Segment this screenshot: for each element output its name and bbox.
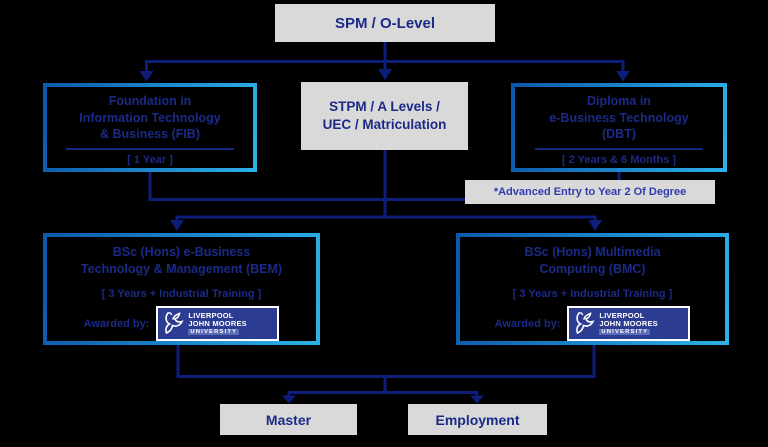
node-spm-o-level: SPM / O-Level bbox=[275, 4, 495, 42]
bem-duration: [ 3 Years + Industrial Training ] bbox=[101, 288, 262, 300]
ljmu-line2: JOHN MOORES bbox=[599, 318, 658, 328]
bmc-duration: [ 3 Years + Industrial Training ] bbox=[512, 288, 673, 300]
arrowhead-to-fib bbox=[139, 71, 154, 82]
ljmu-logo: LIVERPOOL JOHN MOORES UNIVERSITY bbox=[156, 306, 280, 341]
ljmu-line3: UNIVERSITY bbox=[599, 328, 651, 335]
arrowhead-to-stpm bbox=[378, 69, 392, 80]
ljmu-logo-text: LIVERPOOL JOHN MOORES UNIVERSITY bbox=[188, 311, 247, 335]
bem-title: BSc (Hons) e-Business Technology & Manag… bbox=[80, 245, 283, 276]
node-foundation-fib: Foundation in Information Technology & B… bbox=[43, 83, 257, 172]
arrowhead-to-bem bbox=[170, 220, 184, 231]
ljmu-line1: LIVERPOOL bbox=[188, 311, 234, 321]
node-employment: Employment bbox=[408, 404, 547, 435]
connector-degrees-merge bbox=[176, 345, 596, 378]
master-label: Master bbox=[265, 411, 312, 428]
node-diploma-dbt: Diploma in e-Business Technology (DBT) [… bbox=[511, 83, 727, 172]
bem-awarded-row: Awarded by: LIVERPOOL JOHN MOORES UNIVER… bbox=[84, 306, 280, 341]
dbt-title: Diploma in e-Business Technology (DBT) bbox=[549, 94, 689, 141]
connector-fib-to-advanced bbox=[148, 172, 465, 201]
connector-bottom-rail bbox=[287, 391, 479, 398]
connector-degree-rail bbox=[175, 215, 597, 221]
bmc-awarded-label: Awarded by: bbox=[494, 317, 561, 330]
fib-duration: [ 1 Year ] bbox=[127, 153, 173, 166]
advanced-entry-note: *Advanced Entry to Year 2 Of Degree bbox=[465, 180, 715, 204]
advanced-entry-label: *Advanced Entry to Year 2 Of Degree bbox=[493, 186, 687, 198]
bem-awarded-label: Awarded by: bbox=[83, 317, 150, 330]
dbt-divider bbox=[535, 147, 703, 150]
stpm-label: STPM / A Levels / UEC / Matriculation bbox=[322, 98, 447, 132]
node-bsc-bmc: BSc (Hons) Multimedia Computing (BMC) [ … bbox=[456, 233, 729, 345]
arrowhead-to-dbt bbox=[616, 71, 630, 82]
fib-title: Foundation in Information Technology & B… bbox=[79, 94, 221, 141]
node-bsc-bem: BSc (Hons) e-Business Technology & Manag… bbox=[43, 233, 320, 345]
bmc-title: BSc (Hons) Multimedia Computing (BMC) bbox=[524, 245, 661, 276]
dbt-duration: [ 2 Years & 6 Months ] bbox=[561, 153, 677, 166]
ljmu-line2: JOHN MOORES bbox=[188, 318, 247, 328]
fib-divider bbox=[66, 147, 234, 150]
bmc-awarded-row: Awarded by: LIVERPOOL JOHN MOORES UNIVER… bbox=[495, 306, 691, 341]
employment-label: Employment bbox=[435, 411, 520, 428]
spm-label: SPM / O-Level bbox=[334, 14, 436, 32]
ljmu-logo-text: LIVERPOOL JOHN MOORES UNIVERSITY bbox=[599, 311, 658, 335]
node-stpm: STPM / A Levels / UEC / Matriculation bbox=[301, 82, 468, 150]
arrowhead-to-bmc bbox=[588, 220, 602, 231]
ljmu-bird-icon bbox=[165, 311, 184, 334]
ljmu-line1: LIVERPOOL bbox=[599, 311, 645, 321]
ljmu-bird-icon bbox=[576, 311, 595, 334]
node-master: Master bbox=[220, 404, 357, 435]
arrowhead-to-employment bbox=[470, 395, 484, 404]
ljmu-line3: UNIVERSITY bbox=[188, 328, 240, 335]
ljmu-logo: LIVERPOOL JOHN MOORES UNIVERSITY bbox=[567, 306, 691, 341]
arrowhead-to-master bbox=[282, 395, 296, 404]
